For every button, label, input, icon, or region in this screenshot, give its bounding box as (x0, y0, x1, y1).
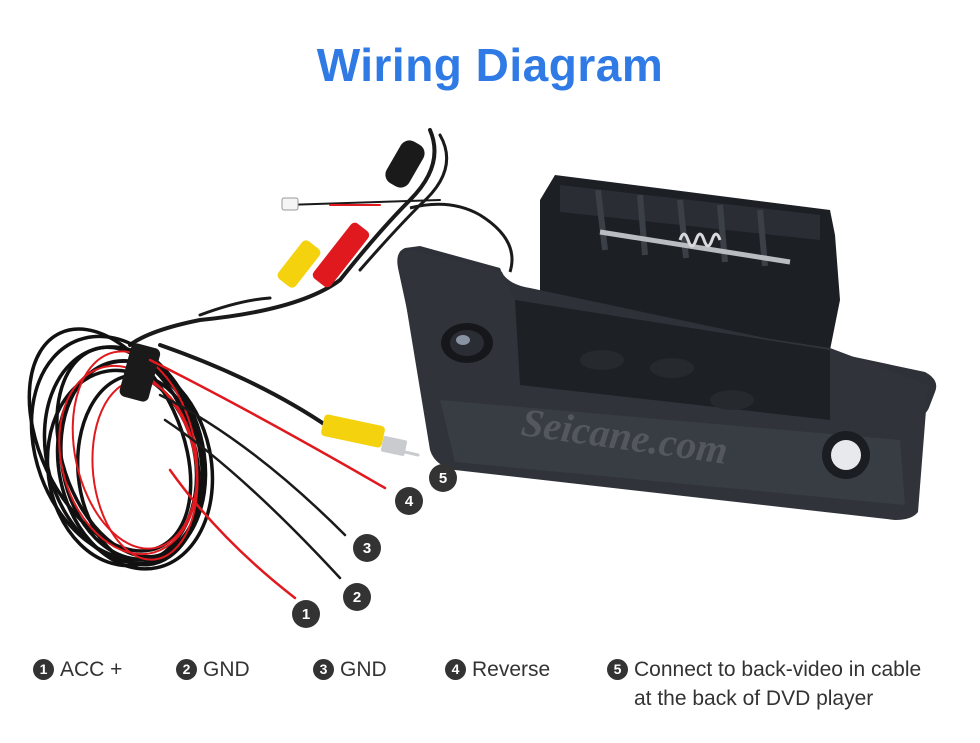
svg-text:4: 4 (405, 493, 414, 510)
cable-bundle (27, 128, 449, 600)
legend-number-badge: 2 (176, 659, 197, 680)
legend-label: Connect to back-video in cable (634, 658, 922, 681)
callout-2: 2 (343, 583, 371, 611)
legend-label-line-2: at the back of DVD player (634, 687, 874, 710)
legend-number-badge: 1 (33, 659, 54, 680)
legend-label: GND (340, 658, 387, 681)
callout-3: 3 (353, 534, 381, 562)
legend-label: ACC + (60, 658, 123, 681)
svg-text:3: 3 (363, 540, 371, 557)
svg-text:5: 5 (439, 470, 447, 487)
legend-item-gnd-1: 2 GND (176, 655, 250, 684)
tailgate-handle-camera (397, 175, 937, 520)
legend-item-reverse: 4 Reverse (445, 655, 550, 684)
legend-number-badge: 5 (607, 659, 628, 680)
wiring-legend: 1 ACC + 2 GND 3 GND 4 Reverse 5 Connect … (0, 655, 980, 725)
legend-label: GND (203, 658, 250, 681)
legend-label: Reverse (472, 658, 551, 681)
legend-item-acc: 1 ACC + (33, 655, 122, 684)
legend-item-gnd-2: 3 GND (313, 655, 387, 684)
legend-number-badge: 3 (313, 659, 334, 680)
svg-text:2: 2 (353, 589, 361, 606)
callout-1: 1 (292, 600, 320, 628)
svg-text:1: 1 (302, 606, 310, 623)
callout-4: 4 (395, 487, 423, 515)
legend-number-badge: 4 (445, 659, 466, 680)
callout-5: 5 (429, 464, 457, 492)
legend-item-video: 5 Connect to back-video in cable at the … (607, 655, 921, 713)
diagram-title: Wiring Diagram (316, 39, 664, 91)
wiring-illustration: Seicane.com (27, 128, 937, 628)
